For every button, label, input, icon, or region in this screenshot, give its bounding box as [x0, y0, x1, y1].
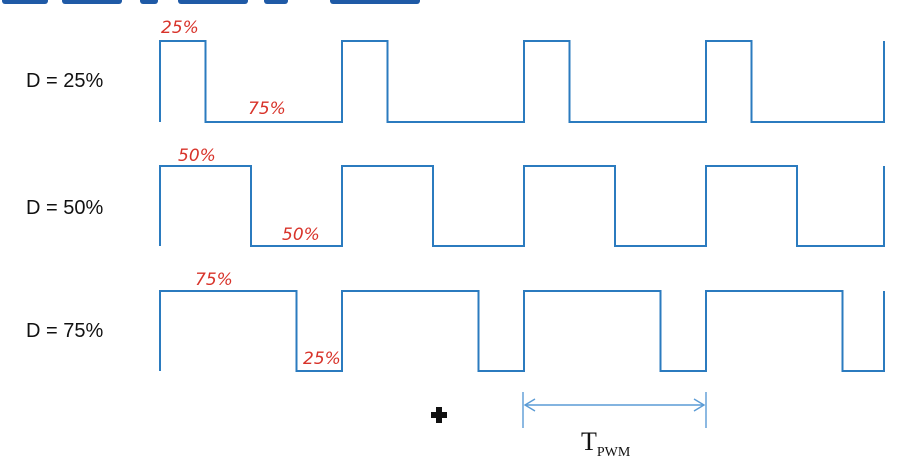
- tpwm-label: TPWM: [581, 427, 631, 460]
- annotation-50-high: 50%: [178, 146, 216, 166]
- duty-label-75: D = 75%: [26, 320, 104, 342]
- waveform-75: [159, 290, 885, 372]
- annotation-25-low: 75%: [248, 99, 286, 119]
- waveform-25: [159, 40, 885, 123]
- annotation-75-high: 75%: [195, 270, 233, 290]
- duty-label-50: D = 50%: [26, 197, 104, 219]
- period-arrow: [522, 392, 707, 428]
- title-fragment: [0, 0, 914, 8]
- annotation-75-low: 25%: [303, 349, 341, 369]
- duty-label-25: D = 25%: [26, 70, 104, 92]
- annotation-25-high: 25%: [161, 18, 199, 38]
- waveform-50: [159, 165, 885, 247]
- crosshair-cursor-icon: [431, 407, 447, 423]
- annotation-50-low: 50%: [282, 225, 320, 245]
